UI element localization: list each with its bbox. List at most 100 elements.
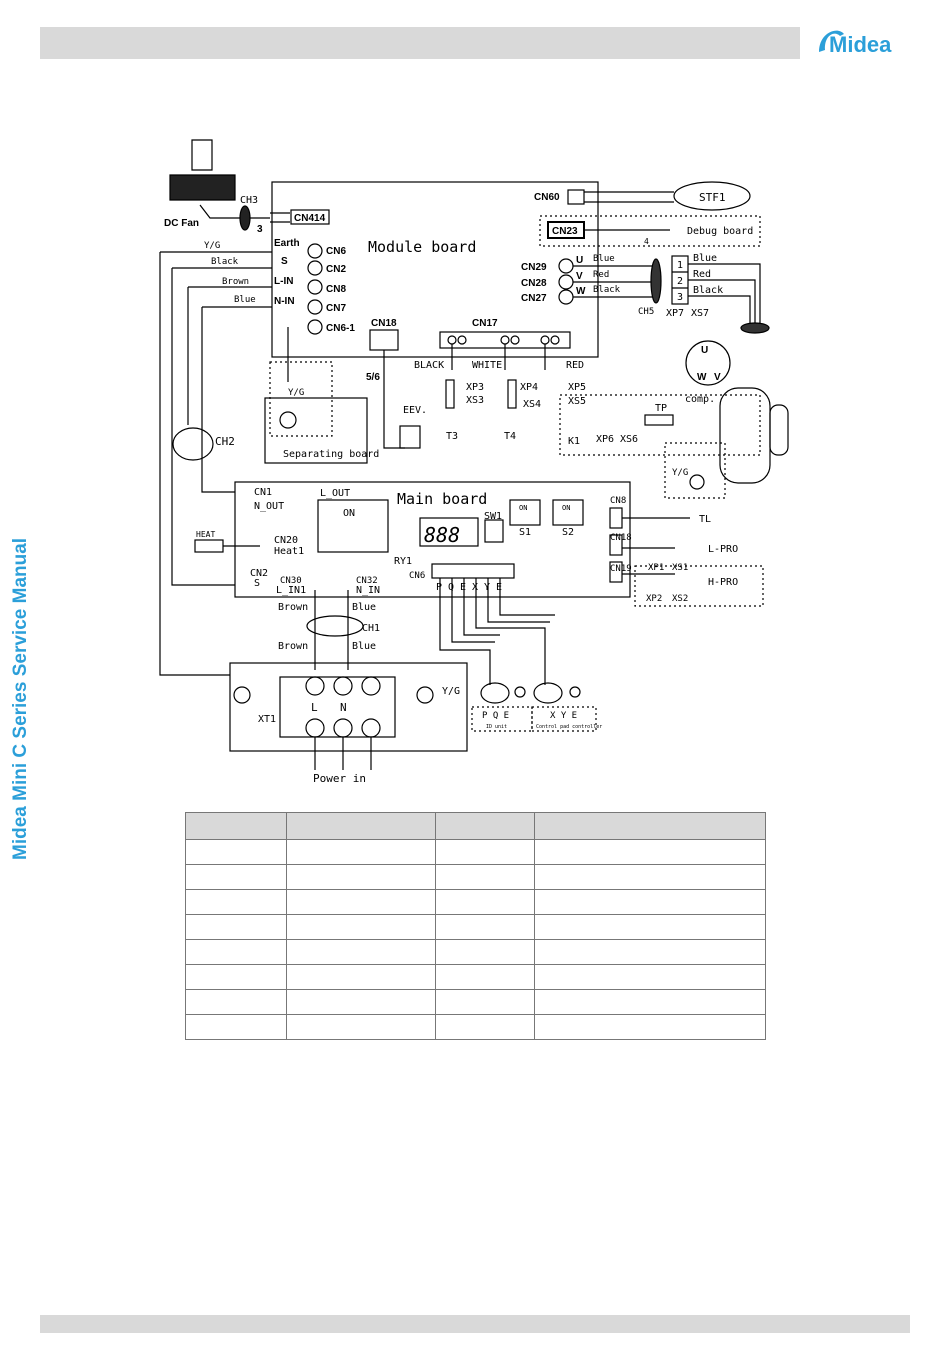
table-cell (435, 839, 535, 865)
heat-label: HEAT (196, 530, 215, 539)
table-cell (534, 864, 766, 890)
u-label: U (576, 255, 583, 266)
white-label: WHITE (472, 360, 502, 371)
xs1-label: XS1 (672, 563, 688, 573)
table-cell (286, 939, 436, 965)
xs7-label: XS7 (691, 308, 709, 319)
comp-label: comp. (685, 394, 715, 405)
table-cell (435, 989, 535, 1015)
table-cell (185, 914, 287, 940)
t4-label: T4 (504, 431, 516, 442)
module-board (271, 181, 599, 358)
xt1-l: L (311, 701, 318, 714)
comp-wire-blue: Blue (693, 253, 717, 264)
dc-fan-label: DC Fan (164, 218, 199, 229)
table-cell (286, 889, 436, 915)
stf1-label: STF1 (699, 191, 726, 204)
power-in-label: Power in (313, 772, 366, 785)
header-bar (40, 27, 800, 59)
table-cell (534, 914, 766, 940)
ch1-brown-top: Brown (278, 602, 308, 613)
table-cell (435, 1014, 535, 1040)
cn61-label: CN6-1 (326, 323, 355, 334)
black-wire-label: Black (211, 257, 239, 267)
comp-v: V (714, 372, 721, 383)
cn17-label: CN17 (472, 318, 498, 329)
ch1-blue-bottom: Blue (352, 641, 376, 652)
table-cell (185, 864, 287, 890)
cn20-label: CN20 (274, 535, 298, 546)
separating-board-label: Separating board (283, 449, 379, 460)
table-row (185, 989, 766, 1015)
table-row (185, 864, 766, 890)
comp-wire-black: Black (693, 285, 723, 296)
w-label: W (576, 286, 586, 297)
table-cell (435, 914, 535, 940)
xs4-label: XS4 (523, 399, 541, 410)
nout-label: N_OUT (254, 501, 284, 512)
term-x: X (472, 582, 478, 593)
eev-label: EEV. (403, 405, 427, 416)
term-e2: E (496, 582, 502, 593)
comp-yg-label: Y/G (672, 468, 688, 478)
on-label: ON (343, 508, 355, 519)
xp3-label: XP3 (466, 382, 484, 393)
table-cell (185, 1014, 287, 1040)
ch5-label: CH5 (638, 307, 654, 317)
heat1-label: Heat1 (274, 546, 304, 557)
uvw-wire-blue: Blue (593, 254, 615, 264)
xye-letters: X Y E (550, 711, 577, 721)
table-header-cell (435, 812, 535, 840)
table-cell (185, 889, 287, 915)
table-row (185, 1014, 766, 1040)
main-board-title: Main board (397, 490, 487, 508)
terminal-2: 2 (677, 276, 683, 287)
tl-label: TL (699, 514, 711, 525)
ch1-brown-bottom: Brown (278, 641, 308, 652)
table-row (185, 939, 766, 965)
table-row (185, 964, 766, 990)
xs2-label: XS2 (672, 594, 688, 604)
cn8-label: CN8 (326, 284, 346, 295)
table-cell (435, 864, 535, 890)
uvw-wire-red: Red (593, 270, 609, 280)
term-p: P (436, 582, 442, 593)
table-cell (534, 939, 766, 965)
s1-label: S1 (519, 527, 531, 538)
table-cell (286, 1014, 436, 1040)
table-cell (534, 839, 766, 865)
xye-caption: Control pad controller (536, 724, 602, 730)
table-row (185, 914, 766, 940)
table-row (185, 889, 766, 915)
ch1-blue-top: Blue (352, 602, 376, 613)
xs6-label: XS6 (620, 434, 638, 445)
xs5-label: XS5 (568, 396, 586, 407)
brand-logo: Midea (816, 24, 916, 62)
cn27-label: CN27 (521, 293, 547, 304)
table-cell (185, 989, 287, 1015)
table-cell (286, 914, 436, 940)
wiring-diagram: DC Fan CH3 3 CN414 Module board Earth S … (159, 139, 789, 785)
xp6-label: XP6 (596, 434, 614, 445)
lin1-label: L_IN1 (276, 585, 306, 596)
t3-label: T3 (446, 431, 458, 442)
xp1-label: XP1 (648, 563, 664, 573)
table-cell (286, 839, 436, 865)
term-q: Q (448, 582, 454, 593)
cn7-label: CN7 (326, 303, 346, 314)
debug-board-label: Debug board (687, 226, 753, 237)
table-cell (435, 939, 535, 965)
pqe-letters: P Q E (482, 711, 509, 721)
xp7-label: XP7 (666, 308, 684, 319)
table-cell (286, 864, 436, 890)
red-label: RED (566, 360, 584, 371)
ch1-label: CH1 (362, 623, 380, 634)
lout-label: L_OUT (320, 488, 350, 499)
dip-s1-on: ON (519, 504, 527, 512)
cn19-label: CN19 (610, 564, 632, 574)
table-cell (286, 989, 436, 1015)
footer-bar (40, 1315, 910, 1333)
term-y: Y (484, 582, 490, 593)
tp-label: TP (655, 403, 667, 414)
cn414-label: CN414 (294, 213, 326, 224)
